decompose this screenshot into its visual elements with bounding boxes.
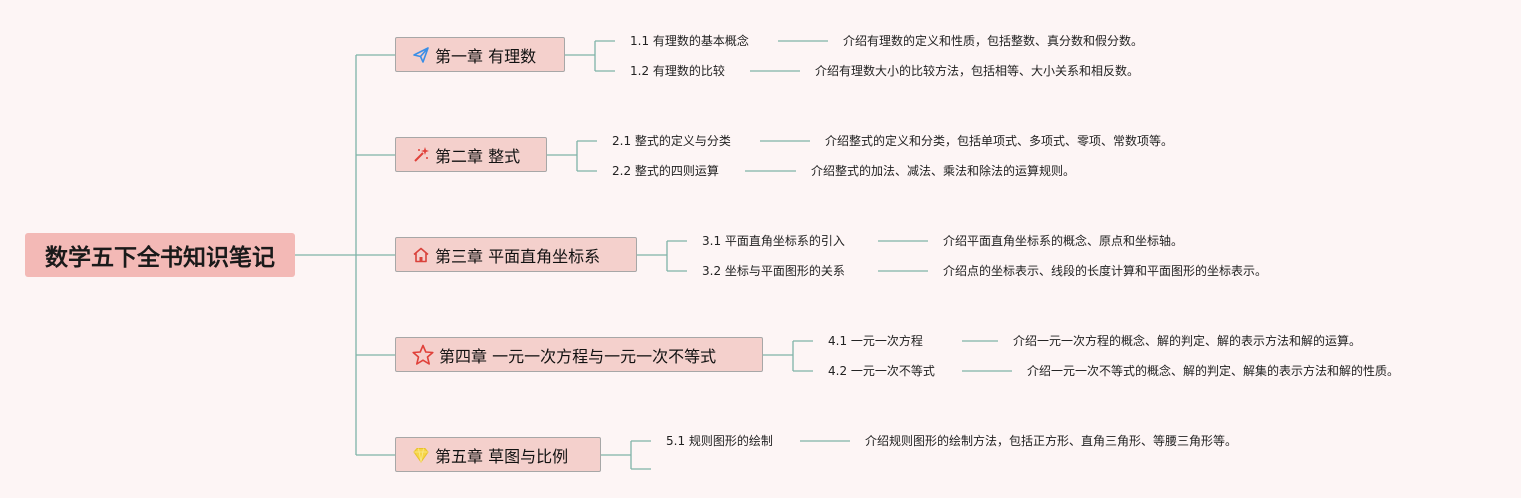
chapter-2-title: 第二章 整式 [435,146,521,166]
chapter-5-title: 第五章 草图与比例 [435,446,569,466]
chapter-4-node[interactable]: 第四章 一元一次方程与一元一次不等式 [395,337,763,372]
chapter-2-node[interactable]: 第二章 整式 [395,137,547,172]
section-3-2-desc: 介绍点的坐标表示、线段的长度计算和平面图形的坐标表示。 [943,264,1268,278]
chapter-4-title: 第四章 一元一次方程与一元一次不等式 [439,346,717,366]
chapter-1-node[interactable]: 第一章 有理数 [395,37,565,72]
root-topic[interactable]: 数学五下全书知识笔记 [25,233,295,277]
section-2-1-desc: 介绍整式的定义和分类，包括单项式、多项式、零项、常数项等。 [825,134,1174,148]
section-1-1-desc: 介绍有理数的定义和性质，包括整数、真分数和假分数。 [843,34,1144,48]
chapter-3-title: 第三章 平面直角坐标系 [435,246,601,266]
section-3-1-desc: 介绍平面直角坐标系的概念、原点和坐标轴。 [943,234,1184,248]
section-4-2-desc: 介绍一元一次不等式的概念、解的判定、解集的表示方法和解的性质。 [1027,364,1400,378]
section-4-1-desc: 介绍一元一次方程的概念、解的判定、解的表示方法和解的运算。 [1013,334,1362,348]
section-3-2-title[interactable]: 3.2 坐标与平面图形的关系 [702,264,845,278]
section-4-2-title[interactable]: 4.2 一元一次不等式 [828,364,935,378]
paper-plane-icon [411,45,431,65]
chapter-3-node[interactable]: 第三章 平面直角坐标系 [395,237,637,272]
section-2-2-title[interactable]: 2.2 整式的四则运算 [612,164,719,178]
section-2-2-desc: 介绍整式的加法、减法、乘法和除法的运算规则。 [811,164,1076,178]
section-4-1-title[interactable]: 4.1 一元一次方程 [828,334,923,348]
section-5-1-title[interactable]: 5.1 规则图形的绘制 [666,434,773,448]
section-1-2-title[interactable]: 1.2 有理数的比较 [630,64,725,78]
section-2-1-title[interactable]: 2.1 整式的定义与分类 [612,134,731,148]
section-5-1-desc: 介绍规则图形的绘制方法，包括正方形、直角三角形、等腰三角形等。 [865,434,1238,448]
section-1-1-title[interactable]: 1.1 有理数的基本概念 [630,34,749,48]
star-icon [411,343,435,367]
section-1-2-desc: 介绍有理数大小的比较方法，包括相等、大小关系和相反数。 [815,64,1140,78]
magic-wand-icon [411,145,431,165]
chapter-1-title: 第一章 有理数 [435,46,537,66]
diamond-icon [411,445,431,465]
section-3-1-title[interactable]: 3.1 平面直角坐标系的引入 [702,234,845,248]
home-icon [411,245,431,265]
chapter-5-node[interactable]: 第五章 草图与比例 [395,437,601,472]
